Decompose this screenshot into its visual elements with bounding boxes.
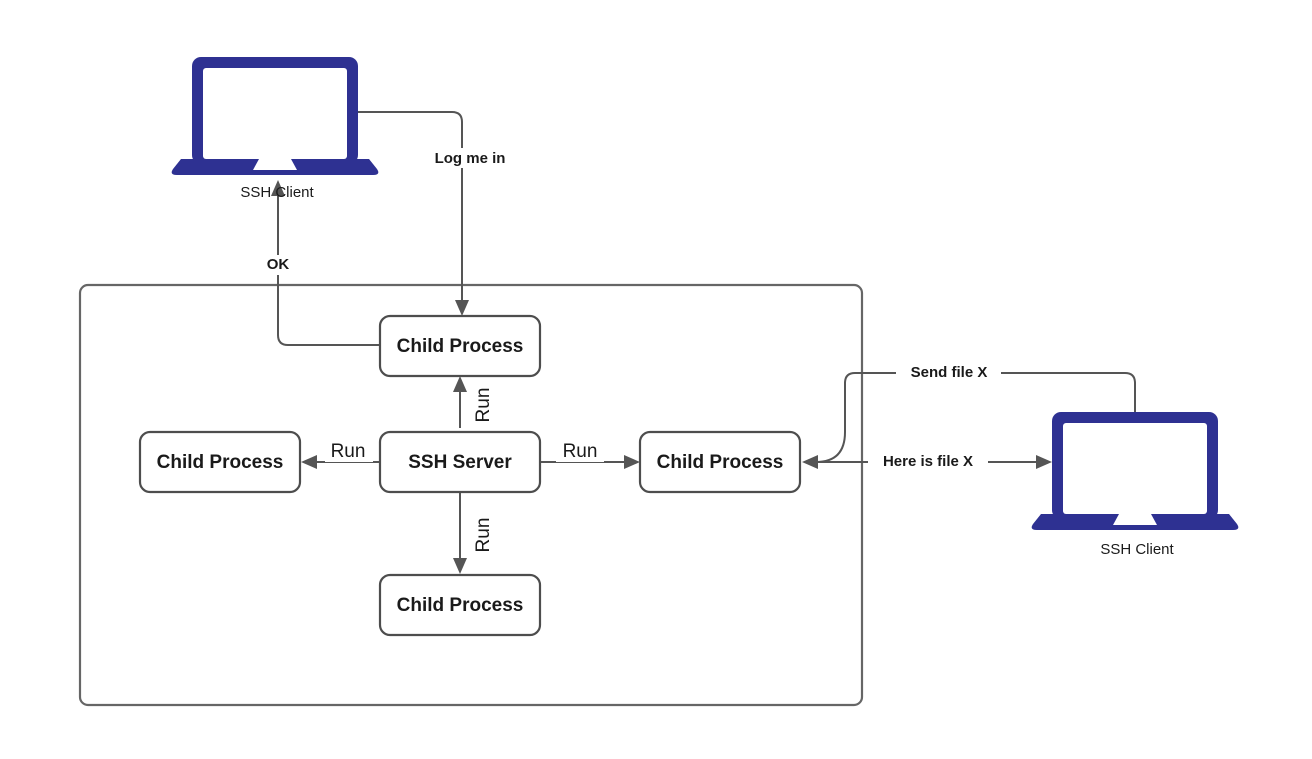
arrowhead-here-is-file-x-right — [1036, 455, 1052, 469]
arrowhead-run-right — [624, 455, 640, 469]
label-run-left: Run — [325, 440, 373, 462]
svg-text:Run: Run — [473, 388, 494, 423]
child-process-left-label: Child Process — [157, 452, 284, 473]
arrowhead-log-me-in — [455, 300, 469, 316]
svg-text:OK: OK — [267, 256, 290, 273]
label-run-bottom: Run — [473, 518, 494, 553]
label-log-me-in: Log me in — [414, 148, 514, 168]
edge-send-file-x — [815, 372, 1136, 463]
child-process-top-label: Child Process — [397, 336, 524, 357]
node-child-process-top[interactable]: Child Process — [378, 314, 542, 378]
node-ssh-client-right[interactable]: SSH Client — [1031, 412, 1239, 558]
svg-text:Run: Run — [563, 441, 598, 462]
edge-run-bottom — [453, 492, 467, 574]
ssh-client-right-caption: SSH Client — [1100, 541, 1174, 558]
child-process-right-box[interactable] — [638, 430, 802, 494]
label-send-file-x: Send file X — [896, 363, 1001, 383]
child-process-right-label: Child Process — [657, 452, 784, 473]
node-child-process-right[interactable]: Child Process — [638, 430, 802, 494]
node-child-process-bottom[interactable]: Child Process — [378, 573, 542, 637]
laptop-icon — [1031, 412, 1239, 530]
svg-text:Run: Run — [331, 441, 366, 462]
edge-run-top — [453, 376, 467, 428]
node-child-process-left[interactable]: Child Process — [138, 430, 302, 494]
label-ok: OK — [259, 255, 297, 275]
ssh-server-box[interactable] — [378, 430, 542, 494]
ssh-client-left-caption: SSH Client — [240, 184, 314, 201]
child-process-bottom-box[interactable] — [378, 573, 542, 637]
arrowhead-here-is-file-x-left — [802, 455, 818, 469]
svg-text:Run: Run — [473, 518, 494, 553]
arrowhead-run-left — [301, 455, 317, 469]
label-run-top: Run — [473, 388, 494, 423]
svg-text:Log me in: Log me in — [435, 150, 506, 167]
child-process-top-box[interactable] — [378, 314, 542, 378]
child-process-bottom-label: Child Process — [397, 595, 524, 616]
child-process-left-box[interactable] — [138, 430, 302, 494]
svg-text:Send file X: Send file X — [911, 364, 988, 381]
ssh-server-label: SSH Server — [408, 452, 512, 473]
edge-log-me-in — [357, 111, 469, 316]
node-ssh-client-left[interactable]: SSH Client — [171, 57, 379, 201]
edge-ok — [271, 180, 380, 346]
laptop-icon — [171, 57, 379, 175]
arrowhead-run-bottom — [453, 558, 467, 574]
arrowhead-run-top — [453, 376, 467, 392]
server-container — [78, 283, 864, 707]
svg-text:Here is file X: Here is file X — [883, 453, 973, 470]
node-ssh-server[interactable]: SSH Server — [378, 430, 542, 494]
label-run-right: Run — [556, 440, 604, 462]
label-here-is-file-x: Here is file X — [868, 452, 988, 472]
arrowhead-ok — [271, 180, 285, 196]
